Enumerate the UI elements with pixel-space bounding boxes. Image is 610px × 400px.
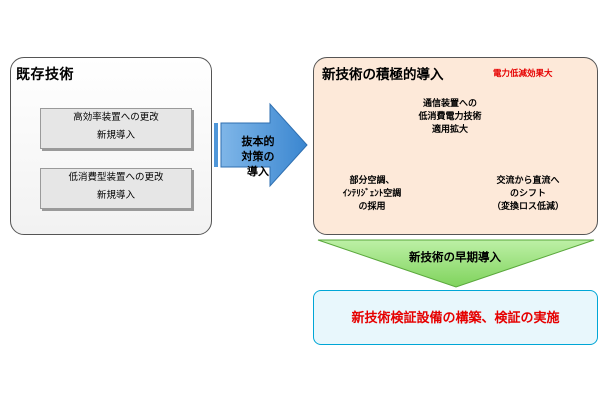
verification-panel (313, 290, 598, 345)
existing-tech-title: 既存技術 (16, 67, 74, 83)
oval-line: ｲﾝﾃﾘｼﾞｪﾝﾄ空調 (342, 189, 402, 199)
oval-line: 交流から直流へ (496, 176, 560, 186)
oval-line: 適用拡大 (431, 125, 468, 135)
existing-item-line1: 高効率装置への更改 (73, 112, 159, 123)
new-tech-panel (313, 57, 598, 235)
new-tech-title: 新技術の積極的導入 (322, 67, 444, 83)
oval-line: 低消費電力技術 (418, 112, 482, 122)
power-reduction-badge: 電力低減効果大 (493, 69, 553, 79)
oval-line: 通信装置への (422, 99, 477, 109)
down-arrow-icon (317, 239, 595, 288)
arrow-label-line2: 対策の (241, 150, 275, 163)
oval-line: のシフト (509, 189, 546, 199)
existing-item-line1: 低消費型装置への更改 (68, 172, 164, 183)
oval-right-text: 交流から直流へ のシフト （変換ロス低減） (472, 175, 584, 214)
oval-top-text: 通信装置への 低消費電力技術 適用拡大 (394, 98, 506, 137)
existing-item-high-efficiency: 高効率装置への更改 新規導入 (40, 108, 192, 149)
drastic-measures-label: 抜本的 対策の 導入 (228, 134, 288, 179)
oval-line: の採用 (358, 202, 386, 212)
existing-item-low-consumption: 低消費型装置への更改 新規導入 (40, 168, 192, 209)
existing-item-line2: 新規導入 (96, 130, 135, 141)
oval-left-text: 部分空調、 ｲﾝﾃﾘｼﾞｪﾝﾄ空調 の採用 (318, 175, 426, 214)
oval-line: 部分空調、 (349, 176, 395, 186)
arrow-label-line3: 導入 (247, 165, 269, 178)
early-introduction-label: 新技術の早期導入 (409, 250, 501, 264)
existing-item-line2: 新規導入 (96, 190, 135, 201)
arrow-label-line1: 抜本的 (241, 135, 275, 148)
oval-line: （変換ロス低減） (491, 202, 564, 212)
verification-label: 新技術検証設備の構築、検証の実施 (351, 311, 560, 326)
